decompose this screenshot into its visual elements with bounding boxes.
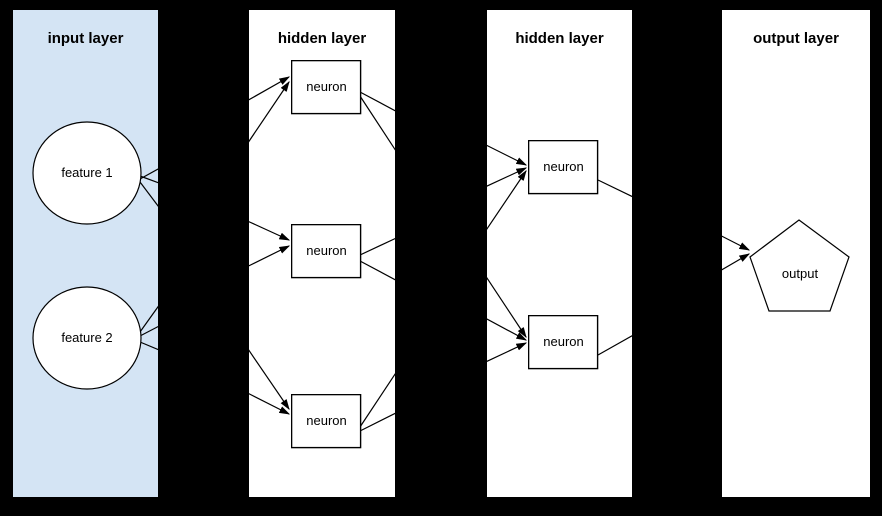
layer-panel-input: input layer feature 1 feature 2 bbox=[13, 10, 158, 497]
layer-title-output: output layer bbox=[753, 30, 839, 47]
layer-panel-hidden-1: hidden layer bbox=[249, 10, 395, 497]
edges-hidden-layer-2 bbox=[487, 144, 632, 362]
node-feature-2 bbox=[32, 286, 142, 390]
layer-panel-output: output layer output bbox=[722, 10, 870, 497]
node-hidden1-neuron-2 bbox=[291, 224, 362, 279]
node-label-hidden2-neuron-1: neuron bbox=[543, 159, 584, 174]
node-label-hidden1-neuron-1: neuron bbox=[306, 79, 347, 94]
node-hidden2-neuron-2 bbox=[528, 315, 599, 370]
node-label-hidden2-neuron-2: neuron bbox=[543, 334, 584, 349]
edges-input-layer bbox=[139, 168, 158, 351]
layer-title-input: input layer bbox=[47, 30, 124, 47]
node-label-hidden1-neuron-2: neuron bbox=[306, 243, 347, 258]
node-label-output: output bbox=[781, 266, 819, 281]
node-hidden1-neuron-1 bbox=[291, 60, 362, 115]
layer-title-hidden-2: hidden layer bbox=[515, 30, 604, 47]
node-label-hidden1-neuron-3: neuron bbox=[306, 413, 347, 428]
node-feature-1 bbox=[32, 121, 142, 225]
layer-title-hidden-1: hidden layer bbox=[277, 30, 367, 47]
node-label-feature-2: feature 2 bbox=[61, 330, 113, 345]
node-label-feature-1: feature 1 bbox=[61, 165, 113, 180]
edges-output-layer bbox=[722, 235, 751, 271]
layer-panel-hidden-2: hidden layer n bbox=[487, 10, 632, 497]
node-hidden1-neuron-3 bbox=[291, 394, 362, 449]
edges-hidden-layer-1 bbox=[249, 76, 395, 432]
node-output bbox=[749, 219, 850, 312]
node-hidden2-neuron-1 bbox=[528, 140, 599, 195]
